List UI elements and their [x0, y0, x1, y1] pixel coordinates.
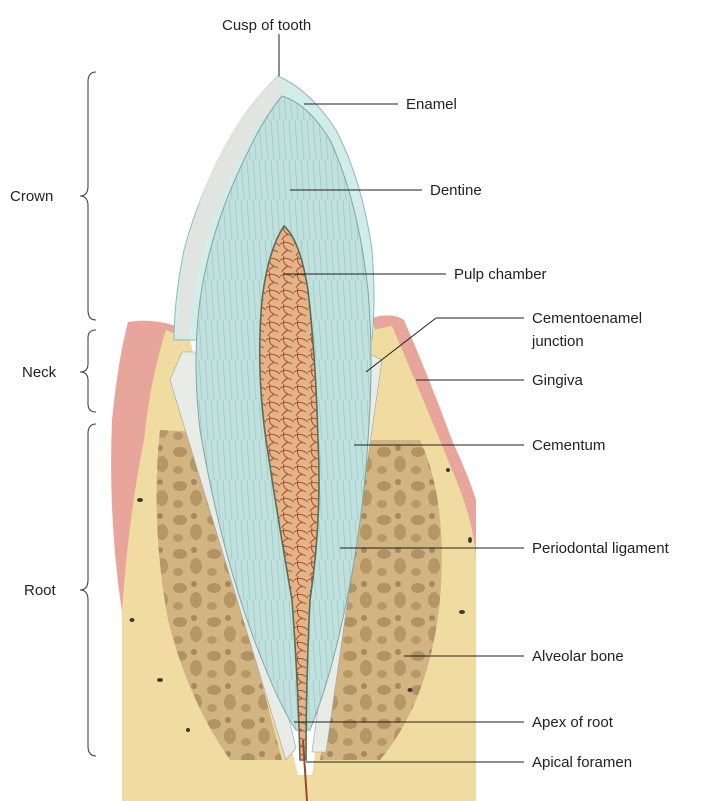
cementum-label: Cementum	[532, 437, 605, 454]
dentine-label: Dentine	[430, 182, 482, 199]
root-label: Root	[24, 582, 57, 599]
crown-label: Crown	[10, 188, 53, 205]
neck-label: Neck	[22, 364, 57, 381]
alveolar-bone-label: Alveolar bone	[532, 648, 624, 665]
gingiva-label: Gingiva	[532, 372, 584, 389]
cej-label-line2: junction	[531, 333, 584, 350]
apex-label: Apex of root	[532, 714, 614, 731]
cej-label-line1: Cementoenamel	[532, 310, 642, 327]
enamel-label: Enamel	[406, 96, 457, 113]
cusp-label: Cusp of tooth	[222, 17, 311, 34]
neck-brace	[80, 330, 96, 412]
apical-foramen-label: Apical foramen	[532, 754, 632, 771]
periodontal-ligament-label: Periodontal ligament	[532, 540, 670, 557]
pulp-chamber-label: Pulp chamber	[454, 266, 547, 283]
crown-brace	[80, 72, 96, 320]
root-brace	[80, 424, 96, 756]
